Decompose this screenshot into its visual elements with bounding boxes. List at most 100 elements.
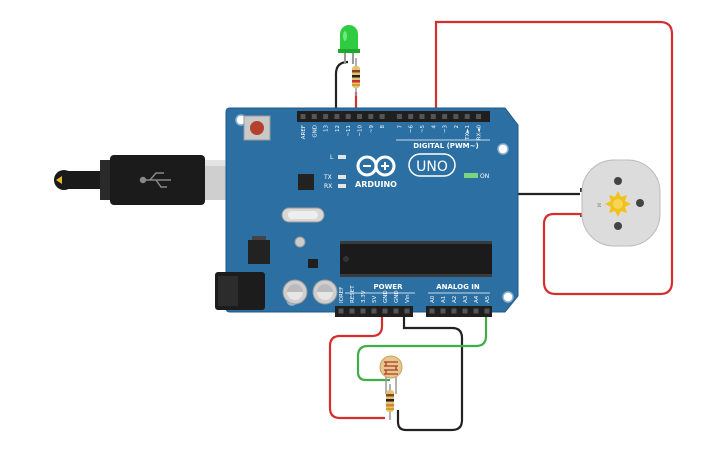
power-pin[interactable] (382, 308, 388, 314)
digital-pin[interactable] (476, 114, 481, 119)
motor-screw (614, 177, 622, 185)
analog-pin[interactable] (462, 308, 468, 314)
usb-chip (298, 174, 314, 190)
crystal (281, 207, 325, 223)
power-pin[interactable] (371, 308, 377, 314)
mount-hole (502, 291, 514, 303)
motor-screw (636, 199, 644, 207)
digital-pin-label: 2 (454, 125, 460, 129)
power-pin-label: 3.3V (361, 290, 367, 303)
smd-component (308, 259, 318, 268)
digital-pin-label: 8 (380, 125, 386, 129)
led-resistor[interactable] (352, 58, 360, 96)
digital-header[interactable] (297, 111, 490, 122)
rx-label: RX (324, 183, 332, 190)
digital-pin[interactable] (311, 114, 317, 119)
digital-pin[interactable] (345, 114, 351, 119)
pulldown-resistor[interactable] (386, 384, 394, 420)
wire-gnd-resistor[interactable] (396, 312, 464, 432)
digital-pin-label: ~10 (358, 125, 364, 137)
digital-pin-label: AREF (301, 125, 307, 139)
on-indicator: ON (464, 173, 489, 180)
motor-label: M (595, 203, 601, 207)
digital-pin-label: ~3 (443, 125, 449, 134)
on-label: ON (480, 173, 489, 180)
analog-header[interactable] (426, 306, 492, 317)
mount-hole (497, 143, 509, 155)
analog-pin[interactable] (429, 308, 435, 314)
digital-label: DIGITAL (PWM~) (413, 142, 478, 150)
digital-pin-label: TX►1 (465, 125, 471, 141)
voltage-regulator (248, 236, 270, 264)
digital-pin-label: ~11 (346, 125, 352, 137)
analog-pin-label: A2 (452, 296, 458, 303)
uno-text: UNO (416, 159, 448, 175)
power-pin[interactable] (360, 308, 366, 314)
digital-pin[interactable] (408, 114, 414, 119)
power-pin-label: GND (383, 290, 389, 303)
digital-pin[interactable] (464, 114, 470, 119)
digital-pin[interactable] (334, 114, 340, 119)
digital-pin[interactable] (357, 114, 362, 119)
capacitors (282, 279, 338, 305)
status-leds: L TX RX (323, 154, 346, 190)
analog-label: ANALOG IN (436, 283, 480, 291)
arduino-logo: ARDUINO (355, 155, 397, 189)
photoresistor[interactable] (379, 355, 403, 394)
power-pin-label: Vin (405, 294, 411, 303)
digital-pin-label: RX◄0 (477, 125, 483, 141)
button-small (294, 236, 306, 248)
analog-pin[interactable] (484, 308, 490, 314)
power-pin[interactable] (338, 308, 344, 314)
analog-pin-label: A3 (463, 295, 469, 303)
digital-pin[interactable] (453, 114, 459, 119)
digital-pin-label: ~5 (420, 125, 426, 134)
digital-pin-label: ~9 (369, 125, 375, 134)
analog-pin-label: A1 (441, 296, 447, 303)
wire-5v[interactable] (328, 312, 385, 420)
power-pin-label: 5V (372, 296, 378, 303)
analog-pin[interactable] (451, 308, 457, 314)
digital-pin[interactable] (323, 114, 329, 119)
tx-label: TX (323, 174, 332, 181)
wire-a5[interactable] (356, 312, 488, 382)
motor-gear-icon (605, 191, 631, 217)
digital-pin[interactable] (442, 114, 448, 119)
digital-pin[interactable] (368, 114, 374, 119)
analog-pin[interactable] (473, 308, 479, 314)
analog-pin[interactable] (440, 308, 446, 314)
power-pin-label: RESET (350, 285, 356, 303)
digital-pin-label: GND (312, 125, 318, 138)
power-pin[interactable] (349, 308, 355, 314)
digital-pin[interactable] (419, 114, 425, 119)
led-l-label: L (330, 154, 334, 161)
digital-pin-label: 12 (335, 125, 341, 132)
motor-screw (614, 222, 622, 230)
digital-pin[interactable] (430, 114, 436, 119)
power-pin[interactable] (404, 308, 410, 314)
digital-pin[interactable] (396, 114, 402, 119)
arduino-wordmark: ARDUINO (355, 180, 397, 189)
dc-motor[interactable]: M (580, 159, 661, 247)
green-led[interactable] (338, 25, 360, 64)
wire-motor-pin5[interactable] (434, 20, 674, 296)
analog-pin-label: A5 (485, 295, 491, 303)
reset-button[interactable] (243, 115, 271, 141)
digital-pin-label: ~6 (409, 125, 415, 134)
digital-pin[interactable] (379, 114, 385, 119)
analog-pin-label: A0 (430, 295, 436, 303)
digital-pin-label: 4 (431, 125, 437, 129)
power-header[interactable] (335, 306, 413, 317)
usb-cable[interactable] (54, 155, 243, 205)
digital-pin[interactable] (300, 114, 306, 119)
power-pin[interactable] (393, 308, 399, 314)
power-jack[interactable] (215, 272, 265, 310)
power-label: POWER (374, 283, 404, 291)
power-pin-label: GND (394, 290, 400, 303)
digital-pin-label: 7 (397, 125, 403, 129)
digital-pin-label: 13 (324, 125, 330, 132)
